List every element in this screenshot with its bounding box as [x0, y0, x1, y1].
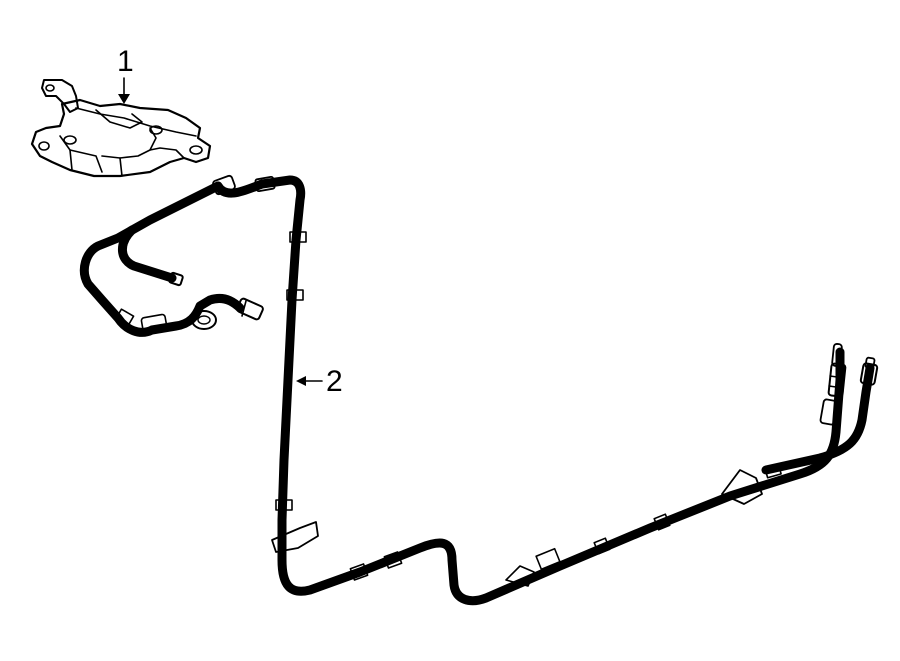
callout-2-arrowhead: [296, 376, 306, 386]
callout-2-label: 2: [326, 365, 343, 398]
callout-1-arrowhead: [118, 94, 130, 104]
callout-2: 2: [296, 365, 343, 398]
part-2-cable-harness: [79, 174, 879, 606]
part-1-module: [30, 79, 212, 178]
cable-clips: [115, 174, 782, 587]
callout-1: 1: [117, 45, 134, 104]
cable-end-connectors: [819, 343, 879, 426]
callout-1-label: 1: [117, 45, 134, 78]
